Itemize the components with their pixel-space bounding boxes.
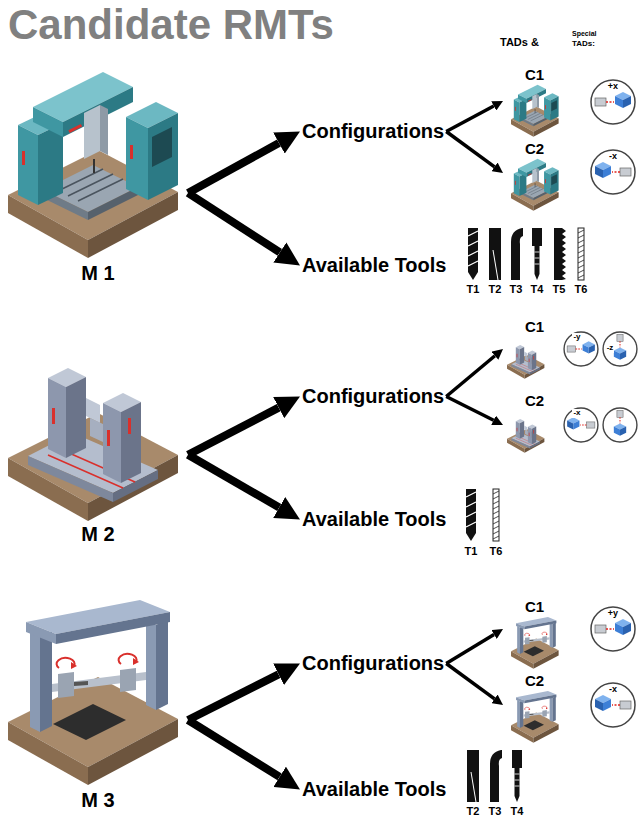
axis-label: -x — [608, 685, 618, 695]
header-note: Special — [571, 30, 598, 38]
tool-id: T6 — [489, 545, 504, 557]
tool-icon — [489, 228, 501, 280]
configuration-thumbnail — [507, 345, 544, 379]
tad-callout — [591, 607, 635, 651]
configuration-arrow — [446, 356, 495, 397]
step-label-text: Configurations — [302, 120, 444, 143]
step-label-text: Configurations — [302, 652, 444, 675]
tool-icon — [490, 750, 502, 802]
tool-id: T3 — [488, 805, 503, 817]
configuration-node: C2 — [503, 392, 641, 458]
tad-callout — [603, 332, 637, 366]
axis-label: +x — [607, 82, 619, 92]
machine-illustration — [8, 600, 178, 785]
tool-icon — [466, 489, 476, 541]
configuration-name: C1 — [525, 66, 641, 83]
configuration-node: C1 — [503, 318, 641, 380]
tool-id: T6 — [574, 283, 589, 295]
tad-callout — [591, 80, 635, 124]
branch-arrow — [188, 674, 279, 720]
tool-id: T2 — [488, 283, 503, 295]
page-title: Candidate RMTs — [8, 2, 334, 48]
header-note: TADs & — [499, 36, 540, 48]
tool-icon — [468, 228, 478, 280]
configuration-thumbnail — [511, 691, 559, 743]
machine-name: M 2 — [81, 523, 114, 546]
configuration-thumbnail — [511, 159, 559, 211]
axis-label: -x — [608, 152, 618, 162]
configuration-name: C1 — [525, 318, 641, 335]
configuration-node: C2 — [503, 672, 641, 738]
tool-icon — [493, 489, 499, 541]
tool-icon — [512, 750, 522, 802]
step-label-text: Available Tools — [302, 508, 446, 531]
axis-label: -y — [572, 333, 581, 342]
machine-node: M 1 — [8, 55, 188, 285]
configuration-thumbnail — [507, 419, 544, 453]
tool-icon — [532, 228, 542, 280]
step-label: Configurations — [300, 383, 446, 410]
configuration-node: C1 — [503, 598, 641, 660]
tool-icon — [554, 228, 566, 280]
branch-arrow — [188, 143, 279, 193]
configuration-name: C2 — [525, 392, 641, 409]
configuration-arrow — [446, 106, 494, 132]
configuration-arrow — [446, 664, 494, 699]
tool-icon — [511, 228, 523, 280]
tool-icon — [467, 750, 479, 802]
machine-name: M 3 — [81, 789, 114, 812]
tool-id: T1 — [466, 283, 481, 295]
configuration-node: C1 — [503, 66, 641, 136]
branch-arrow — [188, 408, 279, 455]
step-label: Configurations — [300, 650, 446, 677]
tad-callout — [603, 408, 637, 442]
tool-id: T1 — [464, 545, 479, 557]
tool-id: T4 — [510, 805, 525, 817]
branch-arrow — [188, 193, 280, 252]
step-label: Available Tools — [300, 506, 448, 533]
configuration-name: C1 — [525, 598, 641, 615]
step-label-text: Available Tools — [302, 254, 446, 277]
configuration-name: C2 — [525, 672, 641, 689]
machine-illustration — [8, 368, 178, 521]
step-label: Configurations — [300, 118, 446, 145]
tool-id: T5 — [552, 283, 567, 295]
configuration-node: C2 — [503, 140, 641, 206]
header-note: TADs: — [571, 40, 596, 49]
step-label: Available Tools — [300, 776, 448, 803]
tad-callout — [564, 332, 598, 366]
configuration-thumbnail — [511, 617, 559, 669]
tad-callout — [591, 683, 635, 727]
step-label: Available Tools — [300, 252, 448, 279]
step-label-text: Configurations — [302, 385, 444, 408]
axis-label: -x — [572, 409, 581, 418]
configuration-thumbnail — [511, 85, 559, 137]
axis-label: -z — [606, 344, 615, 353]
axis-label: +y — [607, 609, 619, 619]
machine-node: M 2 — [8, 318, 188, 546]
tool-id: T4 — [530, 283, 545, 295]
machine-illustration — [8, 72, 178, 258]
step-label-text: Available Tools — [302, 778, 446, 801]
configuration-arrow — [446, 397, 493, 421]
configuration-arrow — [446, 634, 494, 663]
machine-node: M 3 — [8, 582, 188, 812]
tad-callout — [564, 408, 598, 442]
tool-icon — [578, 228, 584, 280]
configuration-name: C2 — [525, 140, 641, 157]
tool-id: T2 — [466, 805, 481, 817]
branch-arrow — [188, 720, 280, 777]
machine-name: M 1 — [81, 262, 114, 285]
tool-id: T3 — [509, 283, 524, 295]
branch-arrow — [188, 455, 279, 508]
tad-callout — [591, 150, 635, 194]
configuration-arrow — [446, 132, 494, 167]
